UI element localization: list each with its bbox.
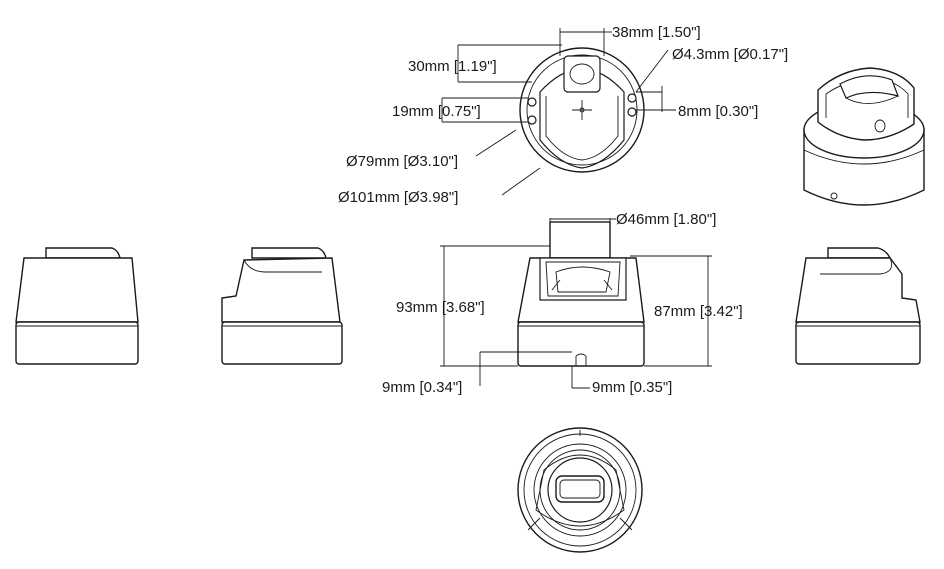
side-view-center [440, 218, 712, 389]
side-view-front [15, 247, 139, 365]
side-view-right [795, 247, 921, 365]
top-view [441, 28, 676, 196]
dim-slot-left: 9mm [0.34"] [382, 379, 462, 396]
dim-side-offset: 19mm [0.75"] [392, 103, 481, 120]
dim-outer-diameter: Ø101mm [Ø3.98"] [338, 189, 458, 206]
dim-hole-offset: 8mm [0.30"] [678, 103, 758, 120]
dim-top-depth: 30mm [1.19"] [408, 58, 497, 75]
side-view-left [221, 247, 343, 365]
dim-hole-diameter: Ø4.3mm [Ø0.17"] [672, 46, 788, 63]
isometric-view [803, 67, 925, 206]
dim-slot-right: 9mm [0.35"] [592, 379, 672, 396]
dim-total-height: 93mm [3.68"] [396, 299, 485, 316]
dim-top-width: 38mm [1.50"] [612, 24, 701, 41]
front-view-lens [517, 427, 643, 553]
dim-body-height: 87mm [3.42"] [654, 303, 743, 320]
dim-lens-diameter: Ø46mm [1.80"] [616, 211, 716, 228]
dim-inner-diameter: Ø79mm [Ø3.10"] [346, 153, 458, 170]
